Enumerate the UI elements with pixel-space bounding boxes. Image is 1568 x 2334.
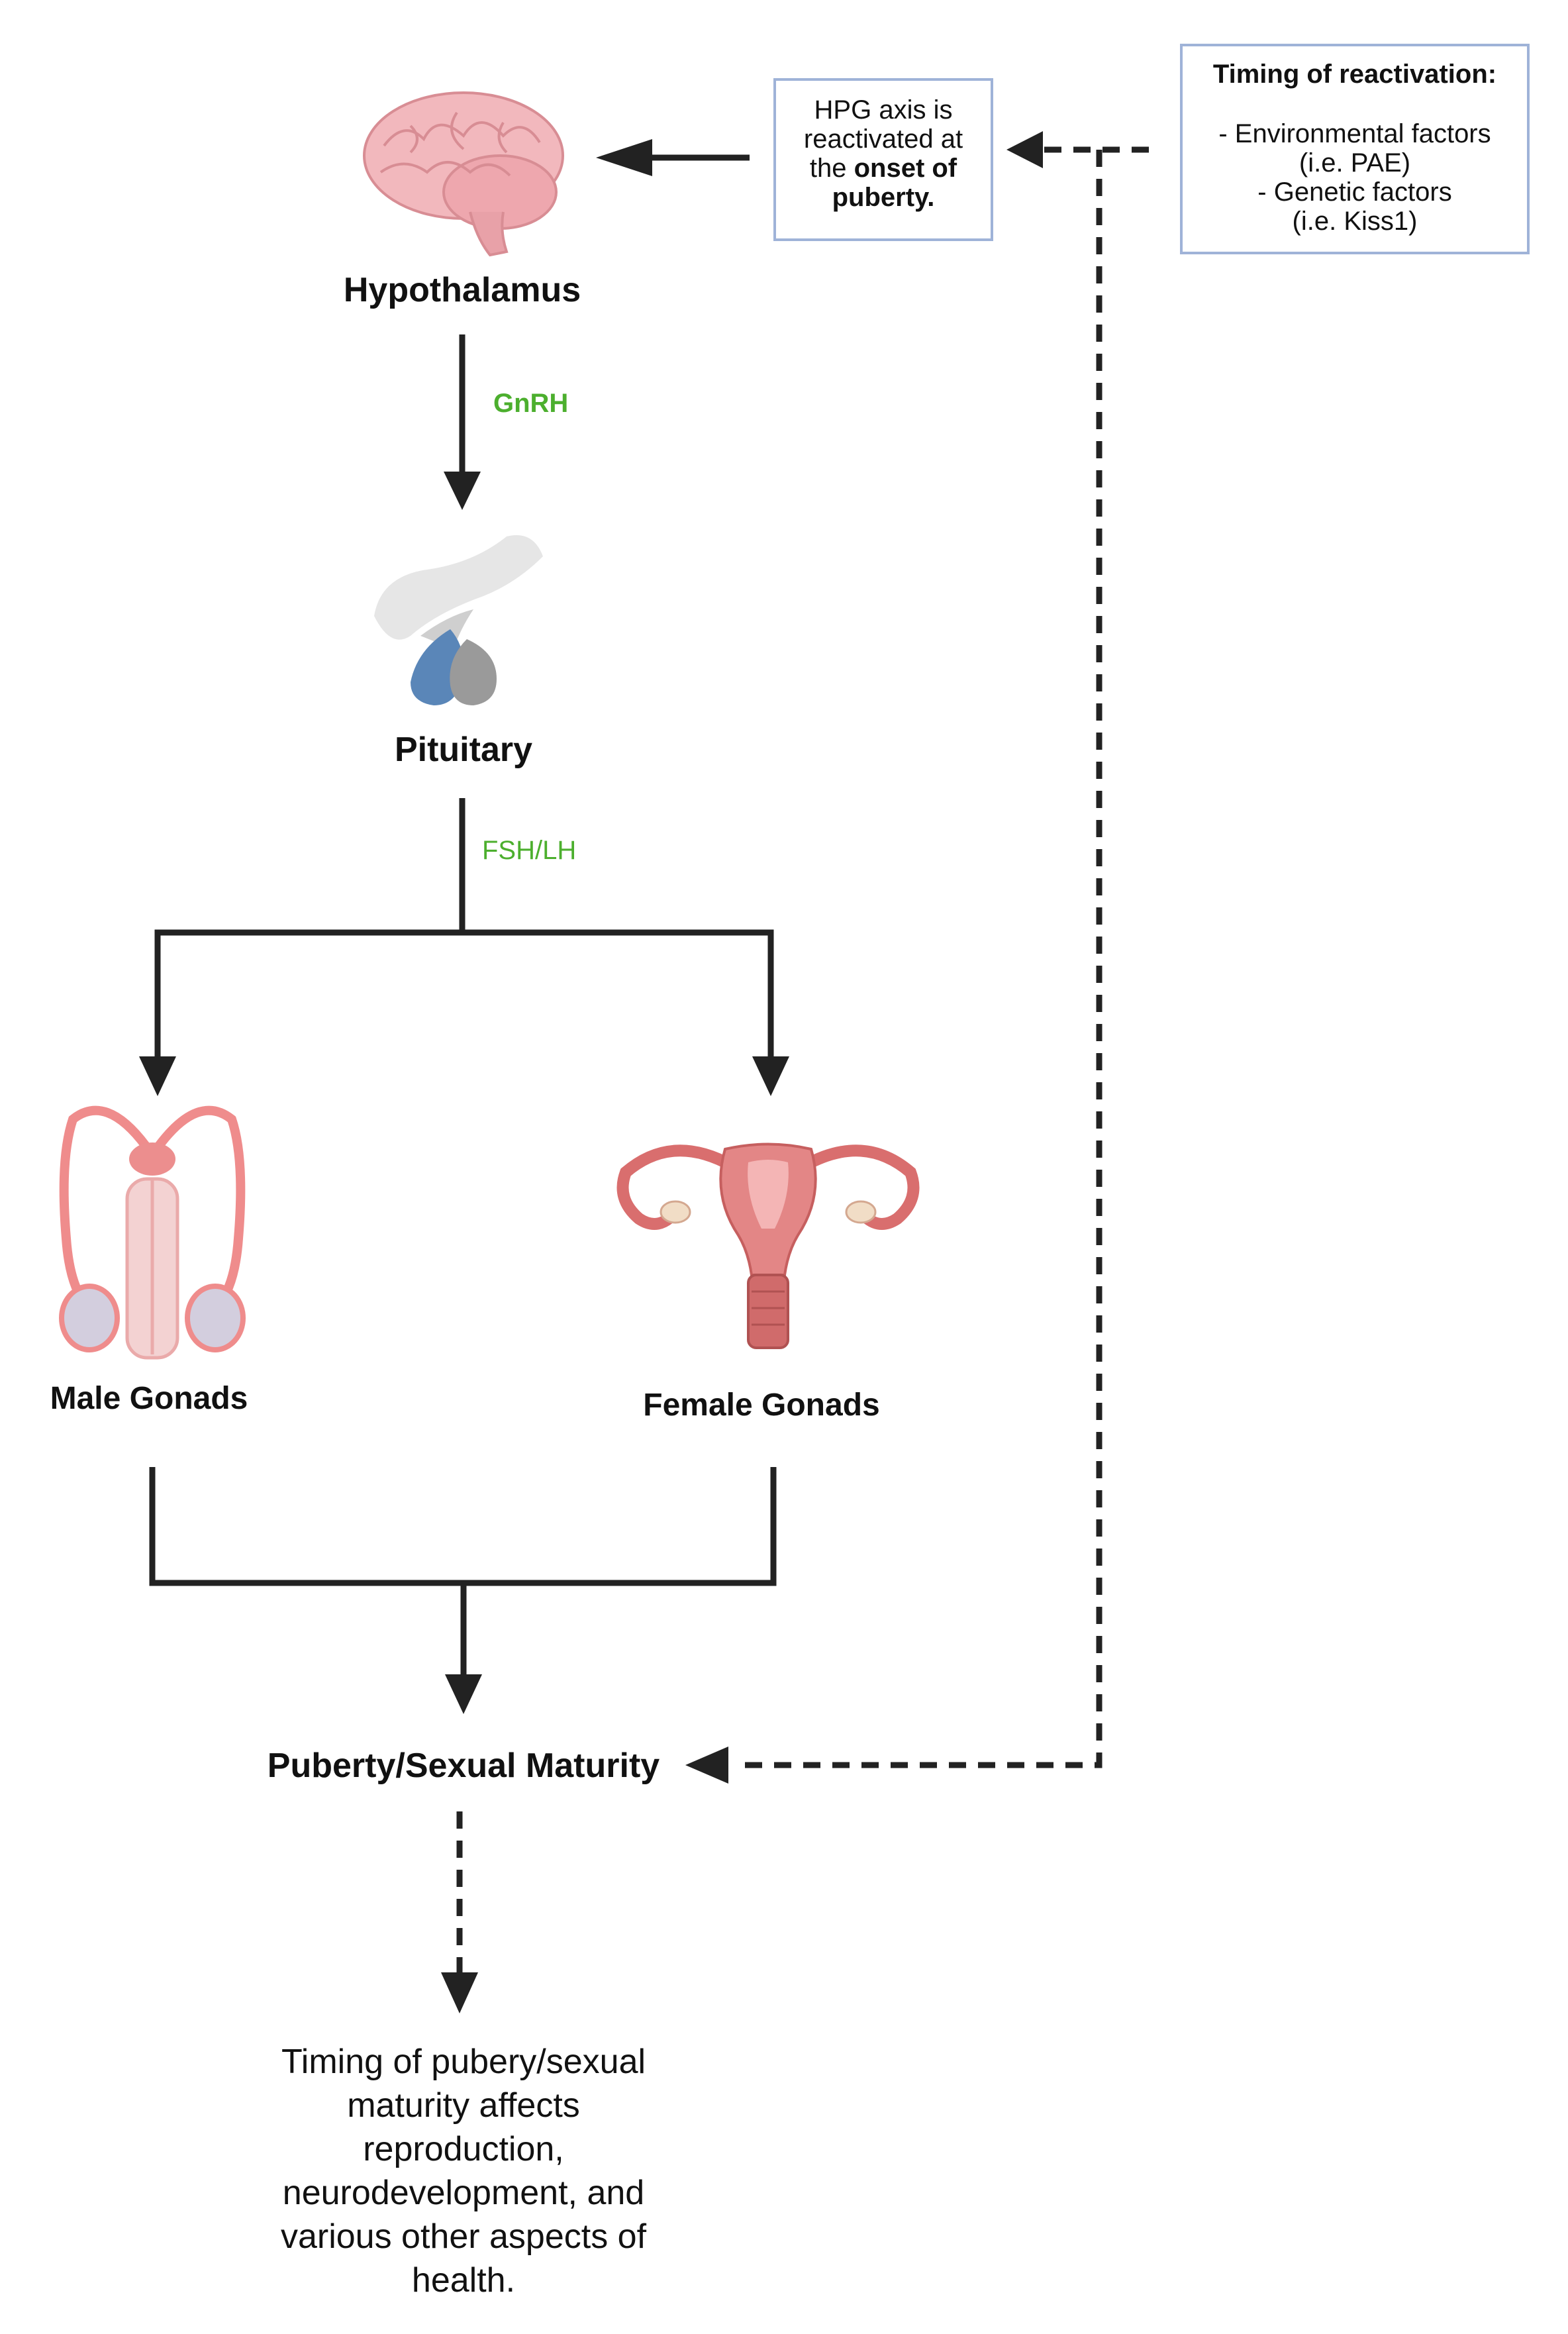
outcome-line-1: Timing of pubery/sexual bbox=[281, 2043, 646, 2081]
timing-box: Timing of reactivation: - Environmental … bbox=[1180, 44, 1530, 254]
head-dashed-puberty bbox=[685, 1747, 728, 1784]
timing-item-2-note: (i.e. Kiss1) bbox=[1292, 207, 1418, 236]
gonads-merge-line bbox=[149, 1467, 777, 1586]
arrow-to-male-gonads bbox=[154, 798, 466, 1060]
pituitary-label: Pituitary bbox=[394, 731, 533, 769]
reactivation-line-1: HPG axis is bbox=[814, 95, 953, 125]
reactivation-box: HPG axis is reactivated at the onset of … bbox=[773, 78, 993, 241]
gnrh-label: GnRH bbox=[493, 389, 569, 418]
timing-item-2: - Genetic factors bbox=[1257, 178, 1452, 207]
dashed-timing-to-puberty bbox=[734, 150, 1102, 1768]
head-male bbox=[139, 1056, 176, 1096]
hypothalamus-label: Hypothalamus bbox=[343, 271, 581, 309]
head-puberty bbox=[445, 1674, 482, 1714]
male-gonads-icon bbox=[59, 1105, 246, 1360]
male-gonads-label: Male Gonads bbox=[50, 1381, 248, 1416]
outcome-text: Timing of pubery/sexual maturity affects… bbox=[199, 2040, 728, 2302]
reactivation-line-4: puberty. bbox=[832, 183, 935, 212]
reactivation-line-3: the onset of bbox=[809, 154, 957, 183]
outcome-line-6: health. bbox=[411, 2261, 516, 2300]
outcome-line-2: maturity affects bbox=[347, 2086, 580, 2125]
head-dashed-outcome bbox=[441, 1972, 478, 2013]
timing-item-1-note: (i.e. PAE) bbox=[1298, 148, 1411, 178]
reactivation-line-2: reactivated at bbox=[803, 125, 963, 154]
outcome-line-3: reproduction, bbox=[363, 2130, 564, 2168]
arrow-to-female-gonads bbox=[462, 929, 774, 1060]
head-female bbox=[752, 1056, 789, 1096]
puberty-label: Puberty/Sexual Maturity bbox=[267, 1747, 660, 1785]
head-pituitary bbox=[444, 472, 481, 510]
head-dashed-box bbox=[1006, 131, 1043, 168]
timing-title: Timing of reactivation: bbox=[1212, 60, 1497, 89]
outcome-line-5: various other aspects of bbox=[280, 2217, 647, 2256]
outcome-line-4: neurodevelopment, and bbox=[282, 2174, 645, 2212]
brain-icon bbox=[363, 91, 564, 257]
female-gonads-icon bbox=[616, 1142, 920, 1349]
female-gonads-label: Female Gonads bbox=[643, 1388, 880, 1423]
fsh-lh-label: FSH/LH bbox=[482, 836, 577, 865]
timing-item-1: - Environmental factors bbox=[1218, 119, 1491, 148]
pituitary-icon bbox=[374, 535, 543, 705]
head-hypothalamus bbox=[596, 139, 652, 176]
